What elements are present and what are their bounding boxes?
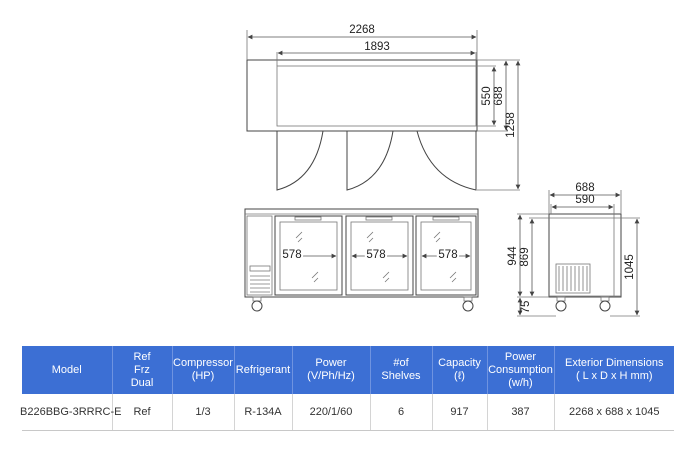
vent-grille-side bbox=[555, 263, 591, 294]
caster-front-right bbox=[462, 296, 474, 312]
side-view: 688 590 688 944 869 75 1045 bbox=[507, 182, 640, 317]
dim-side-depth-overall: 688 bbox=[575, 182, 594, 194]
header-compressor: Compressor(HP) bbox=[172, 346, 235, 394]
caster-side-left bbox=[555, 296, 567, 312]
dim-top-depth-overall: 688 bbox=[493, 86, 505, 105]
header-model: Model bbox=[22, 346, 113, 394]
cell-exterior-dimensions: 2268 x 688 x 1045 bbox=[554, 394, 674, 431]
dim-top-depth-inner: 550 bbox=[481, 86, 493, 105]
dim-door-3-width: 578 bbox=[438, 249, 457, 261]
technical-drawing: 2268 1893 550 688 1258 bbox=[244, 24, 640, 317]
caster-side-right bbox=[599, 296, 611, 312]
dim-side-depth-inner: 590 bbox=[575, 194, 594, 206]
cell-model: B226BBG-3RRRC-E bbox=[20, 394, 121, 431]
dim-door-1-width: 578 bbox=[282, 249, 301, 261]
caster-front-left bbox=[251, 296, 263, 312]
cell-shelves: 6 bbox=[370, 394, 433, 431]
dim-front-body-height-inner: 869 bbox=[519, 247, 531, 266]
cell-power-consumption: 387 bbox=[487, 394, 555, 431]
cell-refrigerant: R-134A bbox=[234, 394, 293, 431]
header-refrigerant: Refrigerant bbox=[234, 346, 293, 394]
dim-side-total-height: 1045 bbox=[624, 254, 636, 280]
header-exterior-dimensions: Exterior Dimensions( L x D x H mm) bbox=[554, 346, 674, 394]
dim-top-inner-width: 1893 bbox=[364, 41, 390, 53]
cell-power: 220/1/60 bbox=[292, 394, 371, 431]
front-view: 578 578 578 bbox=[244, 208, 479, 312]
top-view: 2268 1893 550 688 1258 bbox=[246, 24, 521, 191]
dim-top-overall-width: 2268 bbox=[349, 24, 375, 36]
header-capacity: Capacity(ℓ) bbox=[432, 346, 488, 394]
cell-type: Ref bbox=[112, 394, 173, 431]
dim-top-depth-door-open: 1258 bbox=[505, 112, 517, 138]
dim-caster-height: 75 bbox=[520, 301, 532, 314]
vent-grille-front bbox=[250, 275, 270, 293]
table-row: B226BBG-3RRRC-E Ref 1/3 R-134A 220/1/60 … bbox=[20, 394, 674, 431]
cell-capacity: 917 bbox=[432, 394, 488, 431]
header-power: Power(V/Ph/Hz) bbox=[292, 346, 371, 394]
dim-front-body-height: 944 bbox=[507, 246, 519, 266]
dim-door-2-width: 578 bbox=[366, 249, 385, 261]
cell-compressor: 1/3 bbox=[172, 394, 235, 431]
